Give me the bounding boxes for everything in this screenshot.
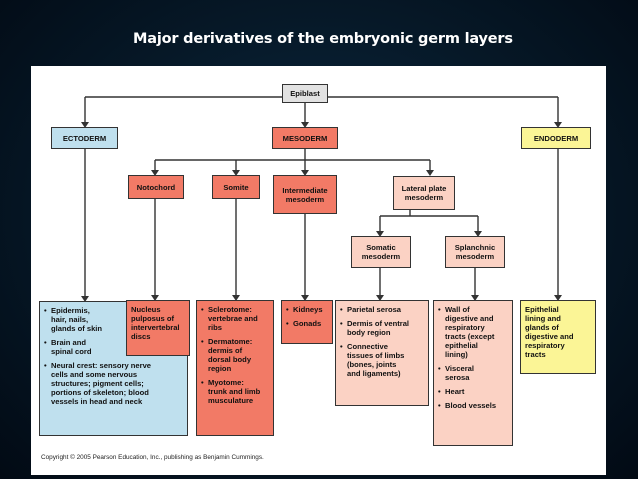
somatic-item: • Parietal serosa: [340, 305, 402, 314]
intermediate-mesoderm-line: Intermediate: [282, 185, 328, 195]
lateral-plate-line: mesoderm: [404, 193, 444, 202]
somite-derivatives-box: • Sclerotome: vertebrae and ribs • Derma…: [196, 300, 274, 436]
splanchnic-item-line: Blood vessels: [445, 401, 497, 410]
somite-label: Somite: [223, 182, 249, 192]
epiblast-box: Epiblast: [282, 84, 328, 103]
somite-item-line: musculature: [208, 396, 254, 405]
mesoderm-label: MESODERM: [282, 133, 328, 143]
ectoderm-item: • Epidermis, hair, nails, glands of skin: [44, 306, 103, 333]
somatic-item-line: and ligaments): [347, 369, 401, 378]
splanchnic-item-line: Heart: [445, 387, 465, 396]
somatic-item-line: (bones, joints: [347, 360, 397, 369]
notochord-box: Notochord: [128, 175, 184, 199]
endoderm-derivative-line: digestive and: [525, 332, 574, 341]
epiblast-label: Epiblast: [290, 89, 320, 98]
somite-item-line: region: [208, 364, 232, 373]
endoderm-derivative-line: tracts: [525, 350, 546, 359]
endoderm-derivative-line: glands of: [525, 323, 559, 332]
somite-item-line: vertebrae and: [208, 314, 258, 323]
splanchnic-item: • Visceral serosa: [438, 364, 474, 382]
notochord-derivative-line: intervertebral: [131, 323, 180, 332]
endoderm-label: ENDODERM: [533, 133, 579, 143]
slide-title: Major derivatives of the embryonic germ …: [133, 31, 513, 47]
somite-item: • Dermatome: dermis of dorsal body regio…: [201, 337, 253, 373]
somatic-derivatives-box: • Parietal serosa • Dermis of ventral bo…: [335, 300, 429, 406]
notochord-label: Notochord: [136, 182, 176, 192]
somatic-item: • Connective tissues of limbs (bones, jo…: [340, 342, 405, 378]
somite-item-line: trunk and limb: [208, 387, 261, 396]
splanchnic-item-line: respiratory: [445, 323, 485, 332]
splanchnic-item-line: digestive and: [445, 314, 494, 323]
copyright-notice: Copyright © 2005 Pearson Education, Inc.…: [41, 454, 264, 461]
endoderm-derivative-line: respiratory: [525, 341, 565, 350]
intermediate-item: • Gonads: [286, 319, 322, 328]
ectoderm-item-line: vessels in head and neck: [51, 397, 143, 406]
ectoderm-item-line: hair, nails,: [51, 315, 89, 324]
somatic-item-line: tissues of limbs: [347, 351, 405, 360]
splanchnic-line: Splanchnic: [454, 243, 496, 252]
ectoderm-item-line: spinal cord: [51, 347, 92, 356]
notochord-derivative-line: Nucleus: [131, 305, 161, 314]
splanchnic-item: • Wall of digestive and respiratory trac…: [438, 305, 495, 359]
splanchnic-item-line: lining): [445, 350, 468, 359]
ectoderm-item-line: cells and some nervous: [51, 370, 138, 379]
lateral-plate-line: Lateral plate: [401, 184, 447, 193]
notochord-derivative-line: discs: [131, 332, 151, 341]
somite-box: Somite: [212, 175, 260, 199]
intermediate-item-line: Gonads: [293, 319, 322, 328]
somatic-mesoderm-box: Somatic mesoderm: [351, 236, 411, 268]
intermediate-mesoderm-box: Intermediate mesoderm: [273, 175, 337, 214]
intermediate-mesoderm-line: mesoderm: [285, 194, 325, 204]
intermediate-item-line: Kidneys: [293, 305, 323, 314]
ectoderm-item-line: structures; pigment cells;: [51, 379, 144, 388]
somatic-item-line: Parietal serosa: [347, 305, 402, 314]
somatic-line: Somatic: [366, 243, 396, 252]
endoderm-box: ENDODERM: [521, 127, 591, 149]
somatic-line: mesoderm: [361, 252, 401, 261]
ectoderm-item-line: Neural crest: sensory nerve: [51, 361, 152, 370]
intermediate-derivatives-box: • Kidneys • Gonads: [281, 300, 333, 344]
somite-item-line: Dermatome:: [208, 337, 253, 346]
splanchnic-item-line: epithelial: [445, 341, 478, 350]
somite-item: • Myotome: trunk and limb musculature: [201, 378, 261, 405]
ectoderm-item-line: glands of skin: [51, 324, 103, 333]
somite-item-line: Myotome:: [208, 378, 244, 387]
somatic-item: • Dermis of ventral body region: [340, 319, 410, 337]
ectoderm-label: ECTODERM: [62, 133, 107, 143]
splanchnic-item-line: Visceral: [445, 364, 474, 373]
ectoderm-item: • Brain and spinal cord: [44, 338, 92, 356]
notochord-derivative-line: pulposus of: [131, 314, 175, 323]
splanchnic-item-line: tracts (except: [445, 332, 495, 341]
ectoderm-item: • Neural crest: sensory nerve cells and …: [44, 361, 152, 406]
splanchnic-item: • Heart: [438, 387, 465, 396]
intermediate-item: • Kidneys: [286, 305, 323, 314]
ectoderm-box: ECTODERM: [51, 127, 118, 149]
splanchnic-item-line: serosa: [445, 373, 470, 382]
ectoderm-item-line: Brain and: [51, 338, 87, 347]
somatic-item-line: body region: [347, 328, 391, 337]
splanchnic-line: mesoderm: [455, 252, 495, 261]
splanchnic-item: • Blood vessels: [438, 401, 497, 410]
somite-item-line: Sclerotome:: [208, 305, 252, 314]
endoderm-derivative-line: Epithelial: [525, 305, 559, 314]
splanchnic-item-line: Wall of: [445, 305, 470, 314]
splanchnic-mesoderm-box: Splanchnic mesoderm: [445, 236, 505, 268]
lateral-plate-mesoderm-box: Lateral plate mesoderm: [393, 176, 455, 210]
somite-item-line: dermis of: [208, 346, 243, 355]
somite-item: • Sclerotome: vertebrae and ribs: [201, 305, 258, 332]
mesoderm-box: MESODERM: [272, 127, 338, 149]
ectoderm-item-line: Epidermis,: [51, 306, 90, 315]
somatic-item-line: Connective: [347, 342, 388, 351]
notochord-derivatives-box: Nucleus pulposus of intervertebral discs: [126, 300, 190, 356]
ectoderm-item-line: portions of skeleton; blood: [51, 388, 149, 397]
splanchnic-derivatives-box: • Wall of digestive and respiratory trac…: [433, 300, 513, 446]
somatic-item-line: Dermis of ventral: [347, 319, 410, 328]
endoderm-derivative-line: lining and: [525, 314, 561, 323]
endoderm-derivatives-box: Epithelial lining and glands of digestiv…: [520, 300, 596, 374]
somite-item-line: ribs: [208, 323, 222, 332]
somite-item-line: dorsal body: [208, 355, 252, 364]
